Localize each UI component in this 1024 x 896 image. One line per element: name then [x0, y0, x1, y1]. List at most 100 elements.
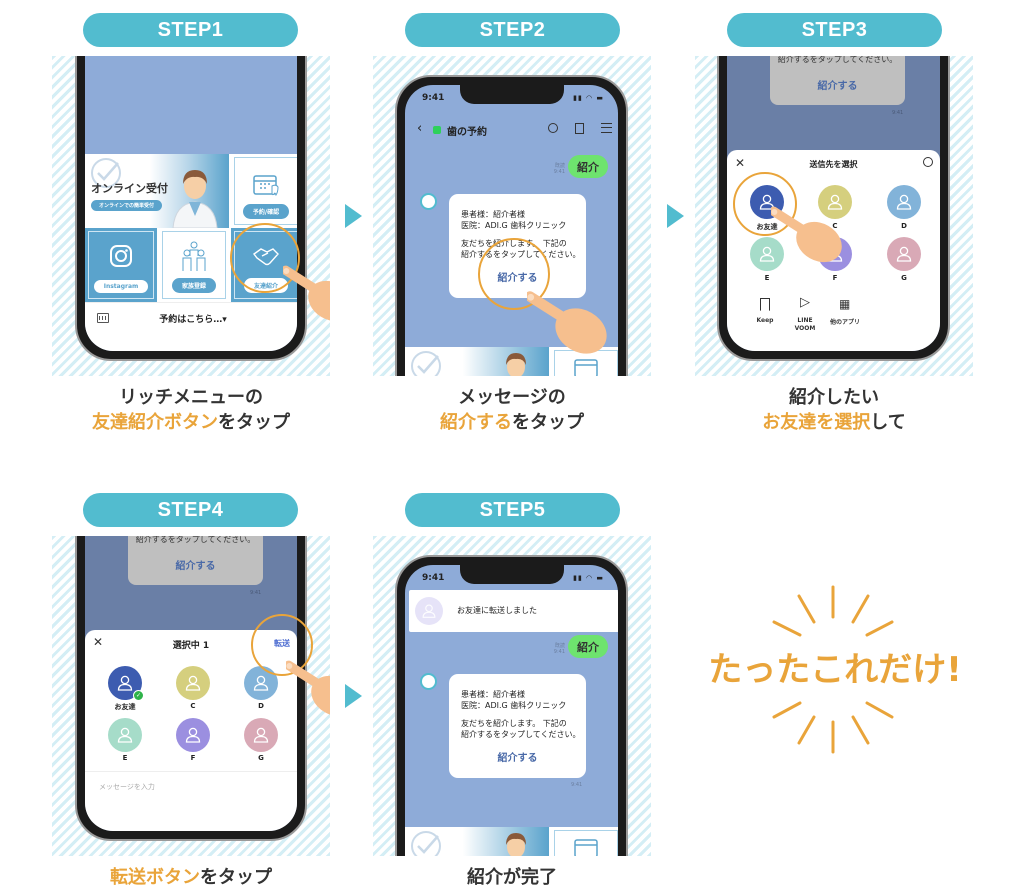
notes-icon[interactable] [575, 123, 584, 134]
message-time: 9:41 [571, 782, 583, 788]
keyboard-icon[interactable] [97, 313, 109, 323]
contact-name: D [258, 702, 264, 710]
step1-screenshot: オンライン受付 オンラインでの簡単受付 予約/確認 Instagram 家族登録 [52, 56, 330, 376]
contact-avatar[interactable] [108, 718, 142, 752]
doctor-illustration [506, 353, 526, 376]
contact-avatar[interactable] [818, 185, 852, 219]
calendar-icon [253, 175, 279, 197]
next-arrow-icon [667, 204, 684, 228]
contact-avatar-selected[interactable]: ✓ [108, 666, 144, 701]
contact-avatar[interactable] [244, 718, 278, 752]
close-icon[interactable]: ✕ [735, 156, 746, 170]
checkmark-icon [411, 831, 441, 856]
checkmark-icon [411, 351, 441, 376]
contact-avatar[interactable] [176, 718, 210, 752]
keep-icon[interactable] [760, 298, 770, 311]
rich-menu-instagram-button[interactable]: Instagram [85, 228, 157, 302]
contact-name: G [258, 754, 264, 762]
next-arrow-icon [345, 684, 362, 708]
contact-name: お友達 [114, 703, 136, 711]
checkmark-icon [91, 158, 121, 188]
rich-menu-online-reception[interactable]: オンライン受付 オンラインでの簡単受付 [85, 154, 229, 228]
chat-title: 歯の予約 [447, 127, 487, 138]
contact-name: D [901, 222, 907, 230]
search-icon[interactable] [923, 157, 933, 167]
selected-count: 選択中 1 [172, 641, 210, 651]
contact-avatar[interactable] [887, 185, 921, 219]
contact-name: G [901, 274, 907, 282]
menu-icon[interactable] [601, 123, 612, 133]
step2-caption: メッセージの 紹介するをタップ [440, 387, 584, 433]
closing-message: たったこれだけ! [708, 650, 962, 690]
status-time: 9:41 [422, 573, 445, 583]
highlight-circle [251, 614, 313, 676]
rich-menu-bar-label: 予約はこちら…▾ [159, 315, 227, 325]
share-sheet-title: 送信先を選択 [809, 160, 858, 169]
signal-wifi-battery-icon: ▮▮ ◠ ▬ [573, 94, 604, 102]
reserve-label: 予約/確認 [242, 204, 290, 219]
contact-name: E [122, 754, 128, 762]
back-icon[interactable]: ‹ [417, 121, 423, 136]
line-official-icon [433, 126, 441, 134]
contact-avatar[interactable] [887, 237, 921, 271]
highlight-circle [733, 172, 797, 236]
share-option-label: Keep [756, 317, 774, 324]
step4-screenshot: 紹介するをタップしてください。紹介する 9:41 ✕ 選択中 1 転送 ✓ お友… [52, 536, 330, 856]
rich-menu-bar[interactable]: 予約はこちら…▾ [85, 302, 297, 351]
rich-menu-preview [405, 827, 618, 856]
step3-badge: STEP3 [727, 13, 942, 47]
status-time: 9:41 [422, 93, 445, 103]
step4-caption: 転送ボタンをタップ [110, 867, 272, 888]
step2-badge: STEP2 [405, 13, 620, 47]
divider [85, 771, 297, 772]
step3-caption: 紹介したい お友達を選択して [762, 387, 906, 433]
message-input[interactable]: メッセージを入力 [99, 783, 155, 791]
close-icon[interactable]: ✕ [93, 635, 104, 649]
dimmed-message-card: 紹介するをタップしてください。紹介する [128, 536, 263, 585]
highlight-circle [230, 223, 300, 293]
share-option-label: LINE VOOM [794, 317, 816, 332]
online-reception-title: オンライン受付 [91, 181, 168, 195]
message-time: 9:41 [250, 590, 262, 596]
check-badge-icon: ✓ [133, 690, 144, 701]
forward-notification: お友達に転送しました [409, 590, 618, 632]
step1-caption: リッチメニューの 友達紹介ボタンをタップ [92, 387, 290, 433]
sent-message-bubble: 紹介 [568, 635, 608, 658]
contact-avatar[interactable] [750, 237, 784, 271]
rich-menu-reserve-button[interactable]: 予約/確認 [231, 154, 297, 228]
signal-wifi-battery-icon: ▮▮ ◠ ▬ [573, 574, 604, 582]
phone-frame: 紹介するをタップしてください。紹介する 9:41 ✕ 選択中 1 転送 ✓ お友… [75, 536, 307, 841]
contact-name: F [832, 274, 838, 282]
step5-badge: STEP5 [405, 493, 620, 527]
doctor-illustration [172, 170, 218, 228]
bot-avatar [420, 673, 437, 690]
family-icon [182, 241, 206, 271]
rich-menu-family-button[interactable]: 家族登録 [159, 228, 229, 302]
other-apps-icon[interactable]: ▦ [839, 297, 851, 311]
line-voom-icon[interactable]: ▷ [800, 295, 810, 310]
online-reception-subtitle: オンラインでの簡単受付 [91, 199, 163, 211]
notification-text: お友達に転送しました [457, 606, 537, 615]
next-arrow-icon [345, 204, 362, 228]
referral-link-button[interactable]: 紹介する [497, 752, 538, 764]
contact-name: C [832, 222, 838, 230]
step1-badge: STEP1 [83, 13, 298, 47]
step3-screenshot: 紹介するをタップしてください。紹介する 9:41 ✕ 送信先を選択 お友達 C … [695, 56, 973, 376]
share-option-label: 他のアプリ [829, 319, 860, 326]
highlight-circle [478, 238, 550, 310]
notification-avatar [415, 597, 443, 625]
calendar-icon [574, 359, 598, 376]
dimmed-message-card: 紹介するをタップしてください。紹介する [770, 56, 905, 105]
phone-notch [459, 85, 564, 104]
search-icon[interactable] [548, 123, 558, 133]
contact-name: F [190, 754, 196, 762]
calendar-icon [574, 839, 598, 856]
step4-badge: STEP4 [83, 493, 298, 527]
contact-avatar[interactable] [176, 666, 210, 700]
